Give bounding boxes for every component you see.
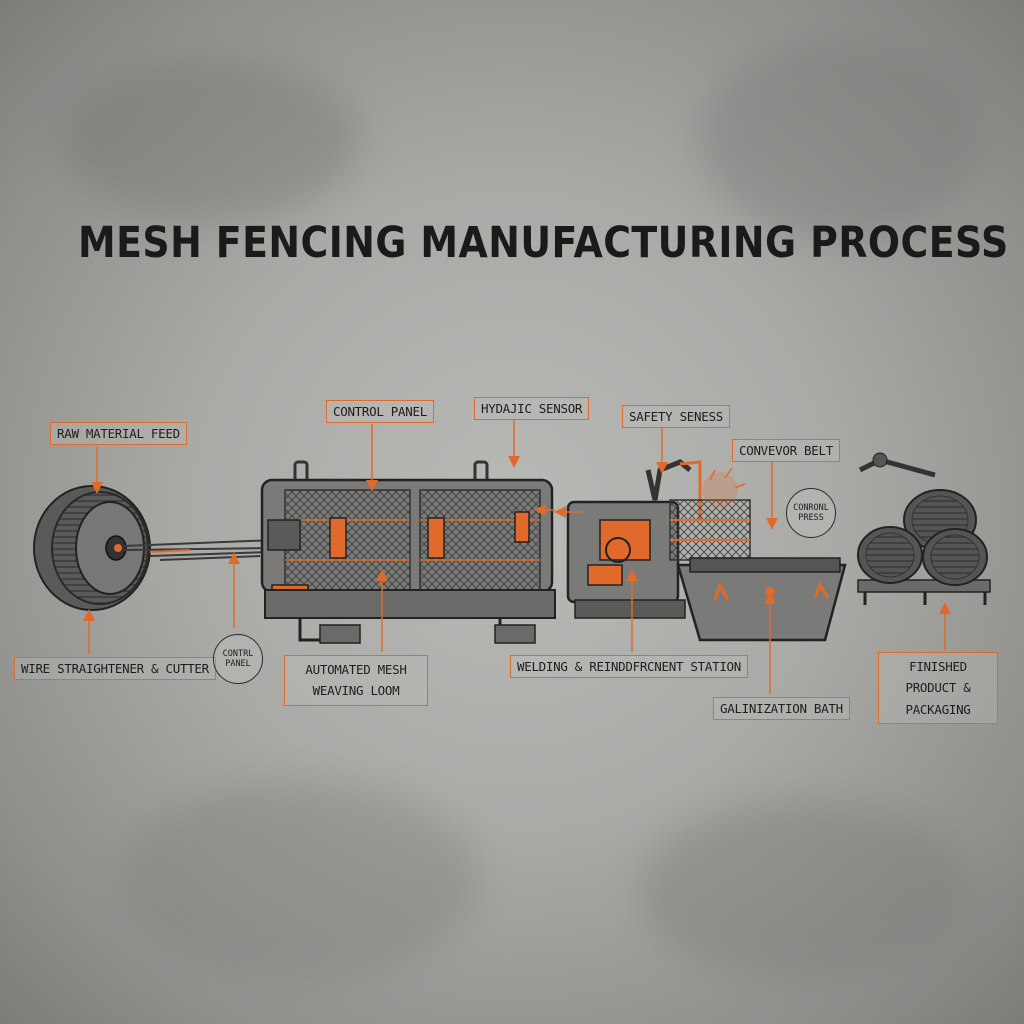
label-wire-straightener: WIRE STRAIGHTENER & CUTTER <box>14 657 216 680</box>
mesh-weaving-loom <box>260 460 556 644</box>
label-hydraulic-sensor: HYDAJIC SENSOR <box>474 397 590 420</box>
label-raw-material-feed: RAW MATERIAL FEED <box>50 422 187 445</box>
wire-spool <box>33 485 276 611</box>
label-welding-station: WELDING & REINDDFRCNENT STATION <box>510 655 748 678</box>
background-stain <box>700 40 980 240</box>
welding-station <box>566 459 751 619</box>
label-control-press: CONRONL PRESS <box>786 488 836 538</box>
galvanization-bath <box>676 557 847 642</box>
label-conveyor-belt: CONVEVOR BELT <box>732 439 840 462</box>
background-stain <box>120 780 480 980</box>
label-mesh-weaving-loom: AUTOMATED MESH WEAVING LOOM <box>284 655 428 706</box>
label-control-panel-small: CONTRL PANEL <box>213 634 263 684</box>
background-stain <box>60 60 360 220</box>
label-galvanization-bath: GALINIZATION BATH <box>713 697 850 720</box>
label-control-panel: CONTROL PANEL <box>326 400 434 423</box>
connector-arrows <box>83 420 951 694</box>
label-safety-sensors: SAFETY SENESS <box>622 405 730 428</box>
background-stain <box>640 800 970 980</box>
finished-product-rolls <box>857 452 991 605</box>
label-finished-product: FINISHED PRODUCT & PACKAGING <box>878 652 998 724</box>
